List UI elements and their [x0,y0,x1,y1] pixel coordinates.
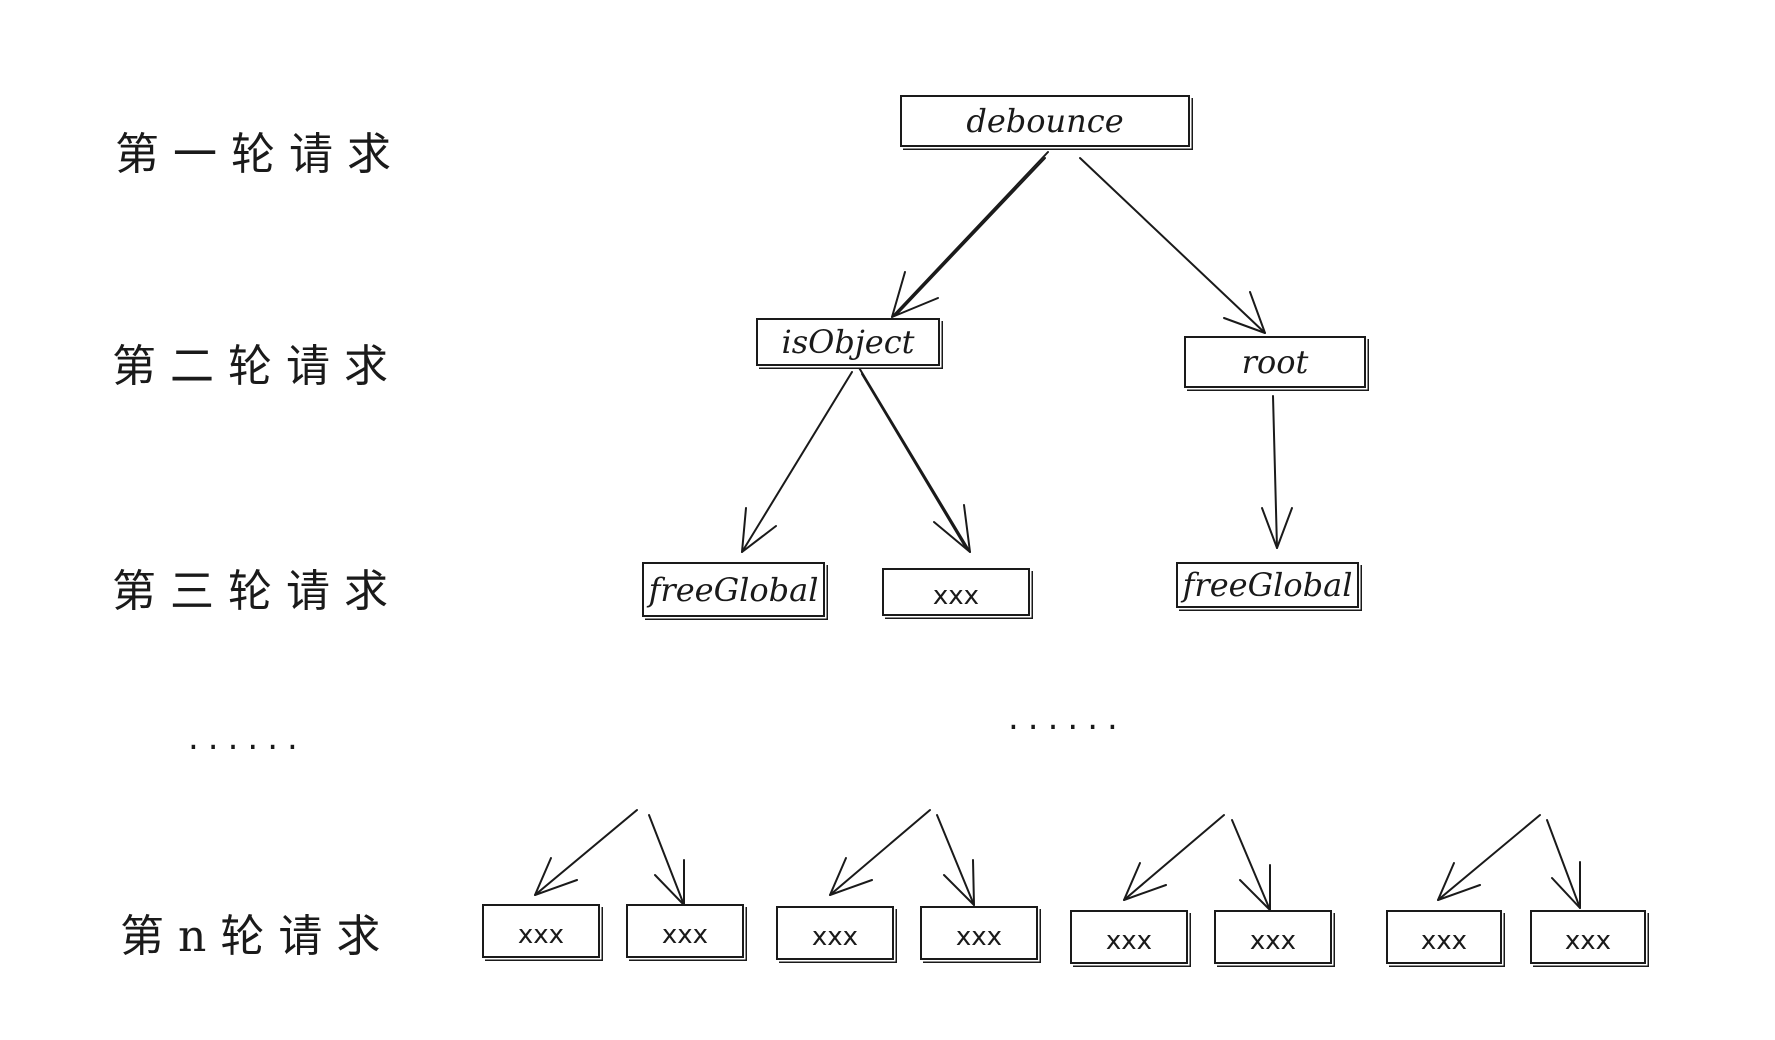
arrowhead-n-group2-left [829,857,873,896]
ellipsis-left: ...... [188,718,307,758]
node-debounce: debounce [900,95,1190,147]
edge-isobject-xxx-sketch [861,373,967,549]
edge-debounce-root [1079,157,1266,334]
node-leaf: xxx [1386,910,1502,964]
edge-n-group4-right [1546,819,1581,909]
node-freeglobal-b: freeGlobal [1176,562,1359,608]
arrowhead-n-group2-right [943,859,975,906]
edge-n-group2-right [936,814,975,906]
edge-n-group3-right [1231,819,1271,911]
node-leaf: xxx [920,906,1038,960]
round-label-n: 第n轮请求 [120,911,395,962]
edge-n-group3-left [1123,814,1225,901]
arrowhead-debounce-root [1223,291,1266,334]
arrowhead-n-group1-left [534,857,578,896]
arrowhead-n-group4-right [1551,861,1581,909]
node-freeglobal-a: freeGlobal [642,562,825,617]
edge-root-freeglobal-b [1272,395,1278,549]
node-leaf: xxx [482,904,600,958]
node-xxx-round3: xxx [882,568,1030,616]
arrowhead-isobject-freeglobal-a [741,507,777,553]
round-label-2: 第二轮请求 [112,341,402,392]
arrowhead-debounce-isobject [891,271,939,318]
edge-isobject-freeglobal-a [741,371,853,553]
node-leaf: xxx [1214,910,1332,964]
round-label-3: 第三轮请求 [112,566,402,617]
edge-n-group1-right [648,814,685,906]
edge-n-group2-left [829,809,931,896]
node-root: root [1184,336,1366,388]
arrowhead-isobject-xxx [933,504,971,553]
edge-debounce-isobject-sketch [895,157,1046,316]
edge-n-group1-left [534,809,638,896]
edge-n-group4-left [1437,814,1541,901]
arrowhead-n-group3-right [1239,864,1271,911]
arrowhead-n-group4-left [1437,862,1481,901]
node-leaf: xxx [776,906,894,960]
round-label-1: 第一轮请求 [115,129,405,180]
node-leaf: xxx [1070,910,1188,964]
edge-debounce-isobject [891,151,1049,318]
arrowhead-n-group3-left [1123,862,1167,901]
node-isobject: isObject [756,318,940,366]
arrowhead-root-freeglobal-b [1261,507,1293,549]
ellipsis-center: ...... [1008,698,1127,738]
node-leaf: xxx [626,904,744,958]
node-leaf: xxx [1530,910,1646,964]
